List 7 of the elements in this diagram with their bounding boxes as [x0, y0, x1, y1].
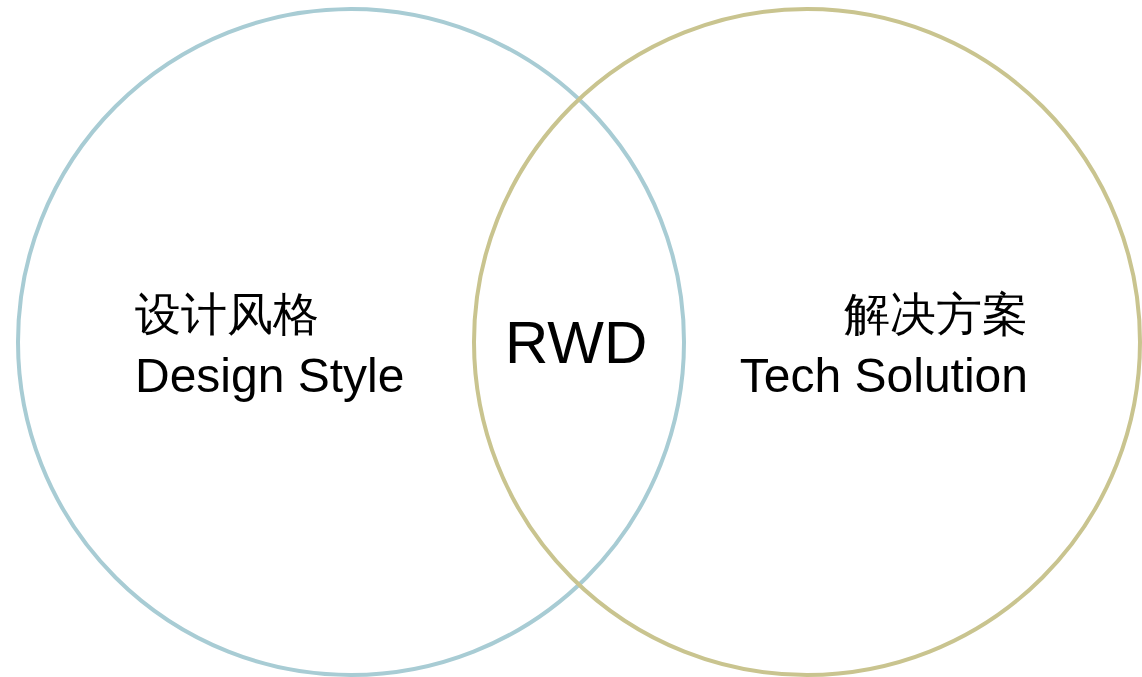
set-circle	[16, 7, 686, 677]
overlap-label: RWD	[505, 310, 648, 376]
set-subtitle: Tech Solution	[739, 348, 1028, 404]
set-title: 解决方案	[844, 287, 1028, 342]
set-title: 设计风格	[135, 287, 319, 342]
set-subtitle: Design Style	[135, 348, 405, 404]
set-circle	[472, 7, 1142, 677]
